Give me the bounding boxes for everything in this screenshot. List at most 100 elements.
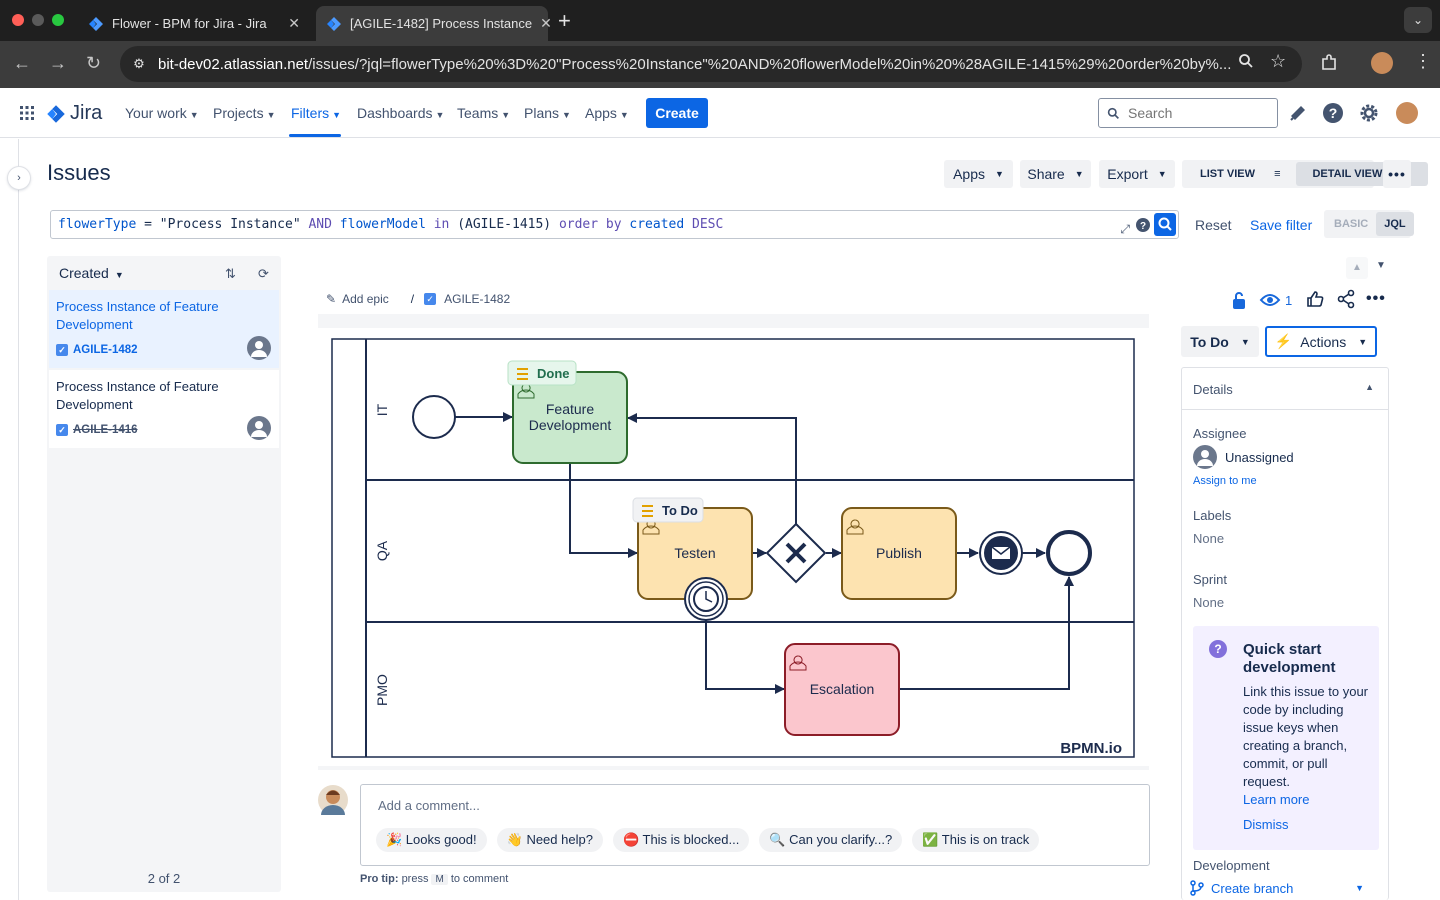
back-icon[interactable]: ← xyxy=(13,53,31,73)
dismiss-link[interactable]: Dismiss xyxy=(1243,817,1289,832)
labels-label: Labels xyxy=(1193,508,1232,523)
address-bar[interactable]: ⚙ bit-dev02.atlassian.net/issues/?jql=fl… xyxy=(120,46,1302,82)
lock-icon[interactable] xyxy=(1231,290,1247,310)
minimize-window-button[interactable] xyxy=(32,14,44,26)
jira-logo[interactable]: Jira xyxy=(46,102,102,125)
syntax-help-icon[interactable]: ? xyxy=(1136,218,1150,232)
actions-button[interactable]: ⚡Actions▼ xyxy=(1265,326,1377,357)
sort-dropdown[interactable]: Created▼ xyxy=(59,265,124,281)
zoom-icon[interactable] xyxy=(1238,53,1254,69)
chip-clarify[interactable]: 🔍 Can you clarify...? xyxy=(759,828,903,852)
labels-value[interactable]: None xyxy=(1193,531,1225,546)
add-epic-link[interactable]: Add epic xyxy=(342,292,389,306)
forward-icon[interactable]: → xyxy=(49,53,67,73)
learn-more-link[interactable]: Learn more xyxy=(1243,792,1310,807)
run-search-button[interactable] xyxy=(1154,213,1176,236)
bookmark-star-icon[interactable]: ☆ xyxy=(1270,51,1287,71)
end-event[interactable] xyxy=(1046,530,1092,576)
list-item[interactable]: Process Instance of Feature Development … xyxy=(49,370,279,448)
exclusive-gateway[interactable] xyxy=(765,522,827,584)
profile-avatar[interactable] xyxy=(1371,52,1393,74)
expand-sidebar-icon[interactable]: › xyxy=(8,167,30,189)
chevron-down-icon: ▼ xyxy=(435,110,445,120)
nav-dashboards[interactable]: Dashboards▼ xyxy=(357,105,445,121)
chevron-up-icon: ▲ xyxy=(1365,382,1374,392)
close-tab-icon[interactable]: ✕ xyxy=(288,15,300,31)
chip-on-track[interactable]: ✅ This is on track xyxy=(912,828,1040,852)
search-input[interactable] xyxy=(1128,105,1268,121)
apps-button[interactable]: Apps▼ xyxy=(944,160,1013,188)
nav-your-work[interactable]: Your work▼ xyxy=(125,105,199,121)
browser-tab-flower[interactable]: Flower - BPM for Jira - Jira ✕ xyxy=(78,6,310,41)
start-event[interactable] xyxy=(412,395,456,439)
browser-toolbar: ← → ↻ ⚙ bit-dev02.atlassian.net/issues/?… xyxy=(0,41,1440,88)
result-count: 2 of 2 xyxy=(147,871,181,886)
more-options-icon[interactable]: ••• xyxy=(1366,290,1386,307)
nav-plans[interactable]: Plans▼ xyxy=(524,105,571,121)
settings-gear-icon[interactable] xyxy=(1358,102,1380,124)
nav-filters[interactable]: Filters▼ xyxy=(291,105,342,121)
jql-mode-button[interactable]: JQL xyxy=(1376,212,1414,236)
basic-mode-button[interactable]: BASIC xyxy=(1334,218,1369,230)
more-actions-button[interactable]: ••• xyxy=(1383,160,1411,188)
nav-teams[interactable]: Teams▼ xyxy=(457,105,511,121)
share-button[interactable]: Share▼ xyxy=(1020,160,1091,188)
notifications-icon[interactable] xyxy=(1287,102,1309,124)
app-switcher-icon[interactable] xyxy=(19,105,35,121)
watch-button[interactable]: 1 xyxy=(1259,292,1292,308)
help-icon[interactable]: ? xyxy=(1322,102,1344,124)
nav-apps[interactable]: Apps▼ xyxy=(585,105,629,121)
chip-blocked[interactable]: ⛔ This is blocked... xyxy=(612,828,750,852)
lane-label-it: IT xyxy=(374,403,390,416)
share-icon[interactable] xyxy=(1337,289,1355,309)
scroll-up-icon[interactable]: ▲ xyxy=(1346,257,1368,279)
list-view-button[interactable]: LIST VIEW ≡ xyxy=(1184,162,1296,186)
sort-order-icon[interactable]: ⇅ xyxy=(225,266,236,281)
create-button[interactable]: Create xyxy=(646,98,708,128)
assignee-field[interactable]: Unassigned xyxy=(1193,445,1294,469)
close-window-button[interactable] xyxy=(12,14,24,26)
reset-link[interactable]: Reset xyxy=(1195,217,1232,233)
sprint-value[interactable]: None xyxy=(1193,595,1225,610)
expand-editor-icon[interactable]: ⤢ xyxy=(1120,222,1130,236)
status-dropdown[interactable]: To Do▼ xyxy=(1181,326,1259,357)
close-tab-icon[interactable]: ✕ xyxy=(540,15,552,31)
refresh-icon[interactable]: ⟳ xyxy=(258,266,269,281)
list-item[interactable]: Process Instance of Feature Development … xyxy=(49,290,279,368)
issue-key-link[interactable]: AGILE-1482 xyxy=(444,292,511,306)
task-testen[interactable]: Testen xyxy=(637,507,753,600)
task-escalation[interactable]: Escalation xyxy=(784,643,900,736)
status-lines-icon xyxy=(642,505,653,517)
browser-menu-icon[interactable]: ⋮ xyxy=(1414,51,1432,71)
status-lines-icon xyxy=(517,368,528,380)
user-avatar[interactable] xyxy=(1396,102,1418,124)
create-branch-link[interactable]: Create branch ▼ xyxy=(1190,880,1380,896)
task-feature-development[interactable]: Feature Development xyxy=(512,371,628,464)
search-box[interactable] xyxy=(1098,98,1278,128)
extensions-icon[interactable] xyxy=(1320,54,1338,72)
bpmn-diagram[interactable]: IT QA PMO Feature Development Done Teste… xyxy=(318,328,1149,766)
jql-editor[interactable]: flowerType = "Process Instance" AND flow… xyxy=(50,210,1179,239)
assign-to-me-link[interactable]: Assign to me xyxy=(1193,475,1257,487)
chip-need-help[interactable]: 👋 Need help? xyxy=(496,828,603,852)
assignee-value: Unassigned xyxy=(1225,449,1294,465)
maximize-window-button[interactable] xyxy=(52,14,64,26)
scroll-down-icon[interactable]: ▼ xyxy=(1376,260,1386,271)
browser-tab-issue[interactable]: [AGILE-1482] Process Instance ✕ xyxy=(316,6,552,41)
chip-looks-good[interactable]: 🎉 Looks good! xyxy=(376,828,487,852)
bpmn-io-watermark[interactable]: BPMN.io xyxy=(1060,740,1122,757)
save-filter-link[interactable]: Save filter xyxy=(1250,217,1313,233)
reload-icon[interactable]: ↻ xyxy=(86,53,102,73)
export-button[interactable]: Export▼ xyxy=(1099,160,1175,188)
details-header[interactable]: Details▲ xyxy=(1182,368,1388,410)
new-tab-icon[interactable]: + xyxy=(558,8,571,33)
comment-input[interactable]: Add a comment... 🎉 Looks good! 👋 Need he… xyxy=(360,784,1150,866)
tab-search-icon[interactable]: ⌄ xyxy=(1404,7,1432,33)
task-publish[interactable]: Publish xyxy=(841,507,957,600)
site-settings-icon[interactable]: ⚙ xyxy=(133,56,145,71)
message-event[interactable] xyxy=(979,531,1023,575)
timer-boundary-event[interactable] xyxy=(684,577,728,621)
nav-projects[interactable]: Projects▼ xyxy=(213,105,276,121)
thumbs-up-icon[interactable] xyxy=(1306,290,1324,308)
assignee-label: Assignee xyxy=(1193,426,1247,441)
